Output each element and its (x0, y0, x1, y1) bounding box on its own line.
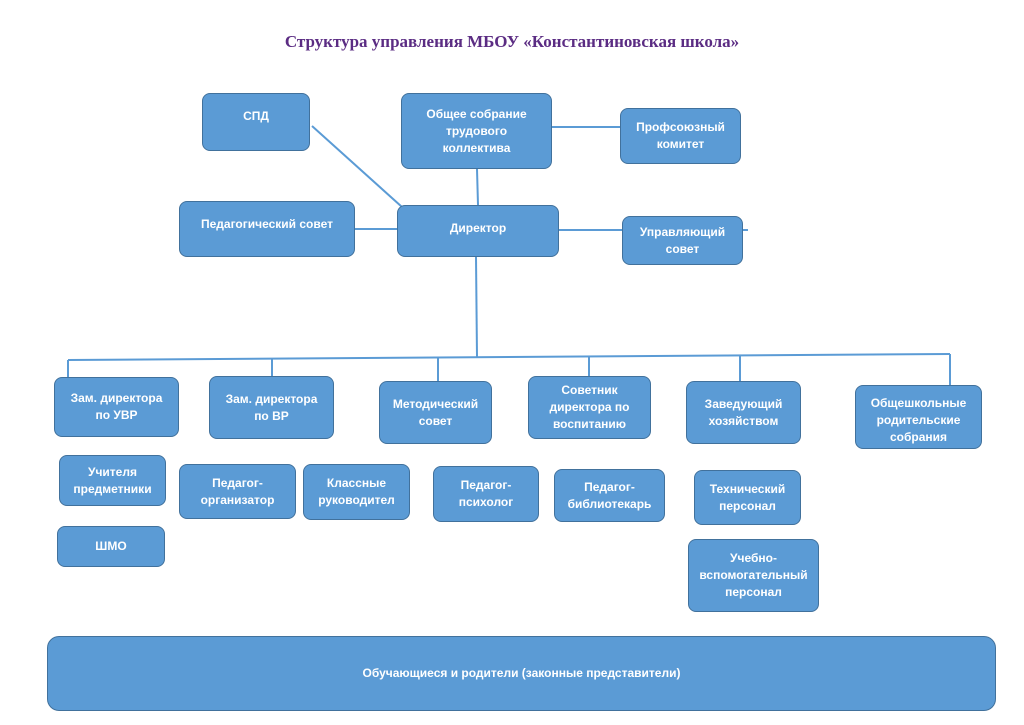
node-deputy-vr: Зам. директора по ВР (209, 376, 334, 439)
node-students-parents: Обучающиеся и родители (законные предста… (47, 636, 996, 711)
node-librarian: Педагог- библиотекарь (554, 469, 665, 522)
node-pedagogical-council: Педагогический совет (179, 201, 355, 257)
node-trade-union: Профсоюзный комитет (620, 108, 741, 164)
node-class-teachers: Классные руководител (303, 464, 410, 520)
node-director: Директор (397, 205, 559, 257)
node-subject-teachers: Учителя предметники (59, 455, 166, 506)
line-director-trunk (475, 256, 478, 358)
node-technical-staff: Технический персонал (694, 470, 801, 525)
diagram-title: Структура управления МБОУ «Константиновс… (284, 32, 740, 51)
node-general-meeting: Общее собрание трудового коллектива (401, 93, 552, 169)
node-head-household: Заведующий хозяйством (686, 381, 801, 444)
node-shmo: ШМО (57, 526, 165, 567)
node-psychologist: Педагог- психолог (433, 466, 539, 522)
line-horizontal-bus (67, 353, 951, 361)
node-governing-council: Управляющий совет (622, 216, 743, 265)
node-support-staff: Учебно- вспомогательный персонал (688, 539, 819, 612)
node-teacher-organizer: Педагог- организатор (179, 464, 296, 519)
line-spd-director (311, 125, 403, 208)
node-spd: СПД (202, 93, 310, 151)
node-deputy-uvr: Зам. директора по УВР (54, 377, 179, 437)
node-methodical-council: Методический совет (379, 381, 492, 444)
line-meeting-director (476, 168, 479, 206)
node-advisor-upbringing: Советник директора по воспитанию (528, 376, 651, 439)
node-parent-meetings: Общешкольные родительские собрания (855, 385, 982, 449)
